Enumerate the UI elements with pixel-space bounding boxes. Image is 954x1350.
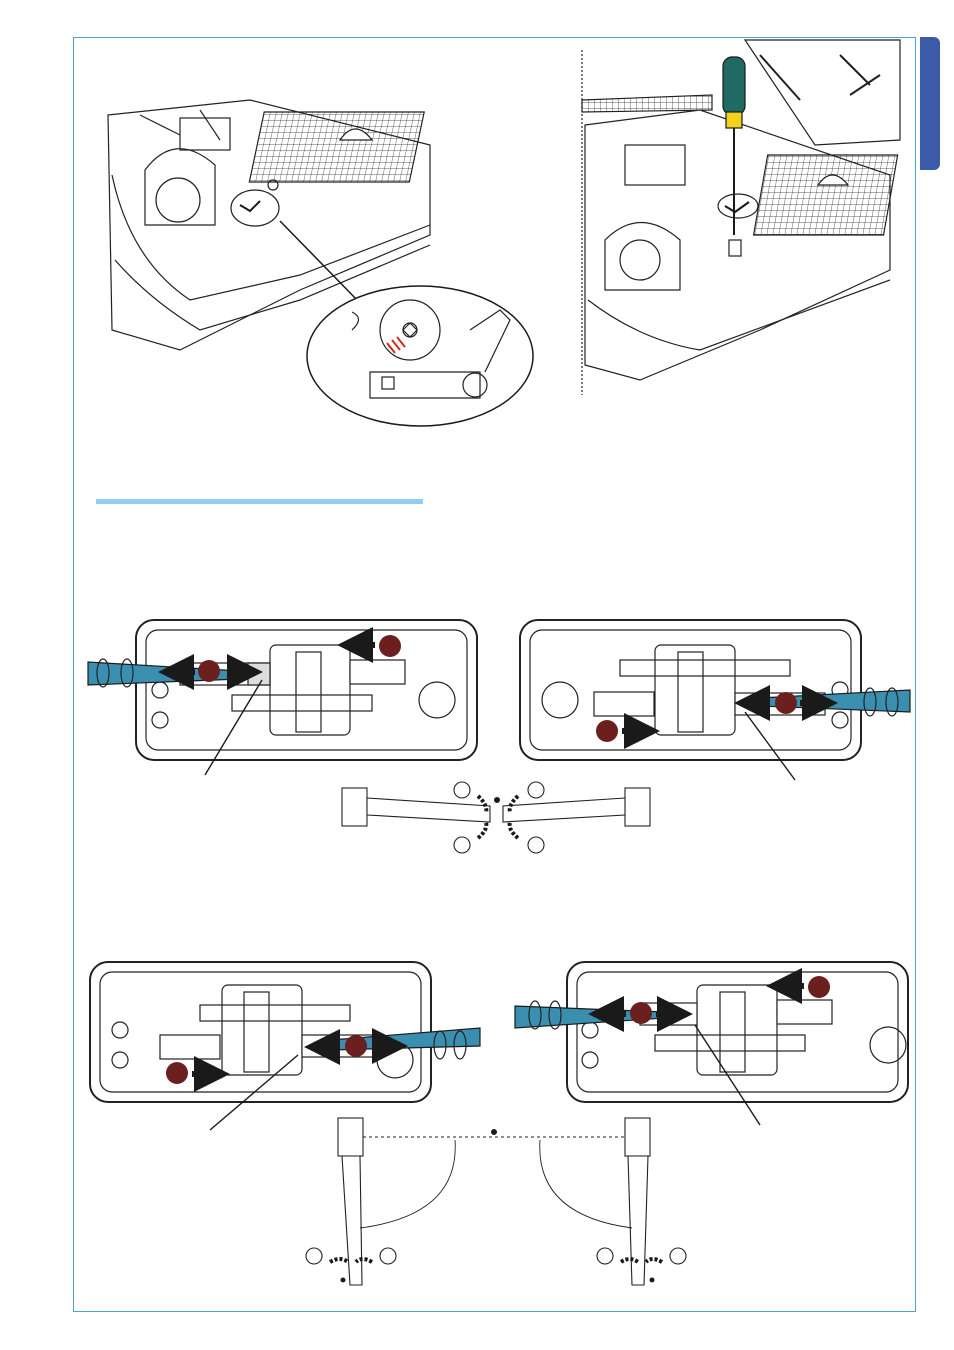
closing-stop-adjust-left-figure (88, 620, 477, 775)
opening-stop-adjust-right-figure (515, 962, 908, 1125)
gate-open-diagram (306, 1118, 686, 1285)
closing-stop-adjust-right-figure (520, 620, 910, 780)
gate-closed-diagram (342, 782, 650, 853)
opening-stop-adjust-left-figure (90, 962, 480, 1130)
motor-unit-screwdriver-figure (582, 40, 900, 395)
motor-unit-detail-figure (108, 100, 533, 426)
